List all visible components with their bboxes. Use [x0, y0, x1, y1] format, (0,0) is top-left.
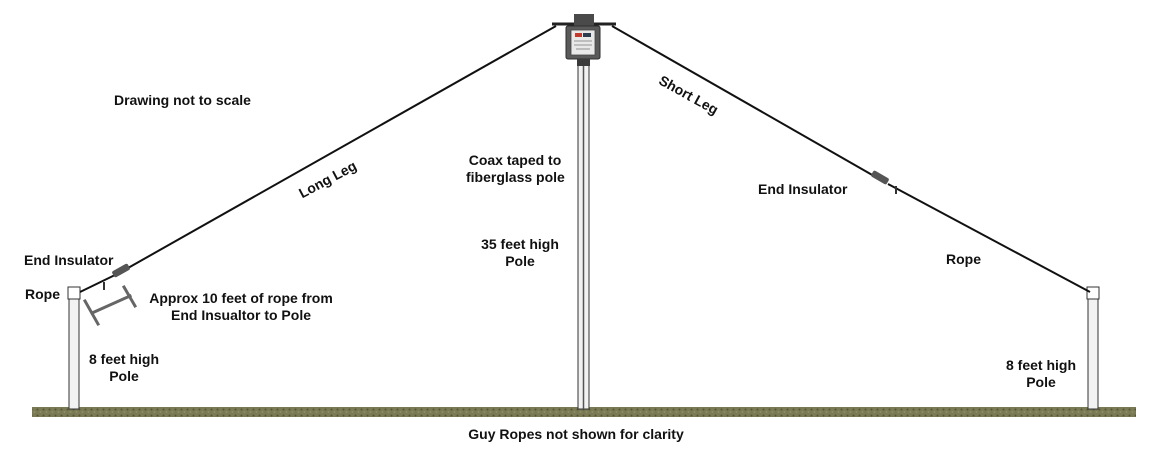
ground-strip	[32, 407, 1136, 417]
footer-note: Guy Ropes not shown for clarity	[468, 426, 684, 442]
approx-rope-label-line1: Approx 10 feet of rope from	[149, 290, 333, 306]
left-end-insulator-icon	[103, 263, 130, 290]
end-insulator-right-label: End Insulator	[758, 181, 848, 197]
center-pole-label-line2: Pole	[505, 253, 535, 269]
short-leg-wire	[611, 25, 875, 177]
right-end-insulator-icon	[871, 170, 897, 194]
approx-rope-label: Approx 10 feet of rope from End Insualto…	[138, 290, 344, 324]
coax-label-line2: fiberglass pole	[466, 169, 565, 185]
drawing-note: Drawing not to scale	[114, 92, 251, 108]
right-pole-label: 8 feet high Pole	[996, 357, 1086, 391]
coax-label-line1: Coax taped to	[468, 152, 562, 168]
rope-left-label: Rope	[25, 286, 60, 302]
balun-icon	[552, 14, 616, 66]
rope-dimension-bracket	[82, 284, 138, 327]
rope-right-label: Rope	[946, 251, 981, 267]
right-pole-label-line1: 8 feet high	[1005, 357, 1076, 373]
left-pole-label-line1: 8 feet high	[88, 351, 159, 367]
coax-label: Coax taped to fiberglass pole	[466, 152, 565, 186]
right-pole	[1086, 286, 1100, 410]
end-insulator-left-label: End Insulator	[24, 252, 114, 268]
center-pole-label-line1: 35 feet high	[481, 236, 559, 252]
center-pole-label: 35 feet high Pole	[470, 236, 570, 270]
right-pole-label-line2: Pole	[1026, 374, 1056, 390]
center-pole	[577, 59, 590, 410]
left-pole-label-line2: Pole	[109, 368, 139, 384]
left-pole	[67, 286, 81, 410]
left-rope	[79, 274, 116, 293]
right-rope	[887, 183, 1091, 293]
long-leg-wire	[127, 25, 557, 269]
approx-rope-label-line2: End Insualtor to Pole	[170, 307, 311, 323]
left-pole-label: 8 feet high Pole	[80, 351, 168, 385]
